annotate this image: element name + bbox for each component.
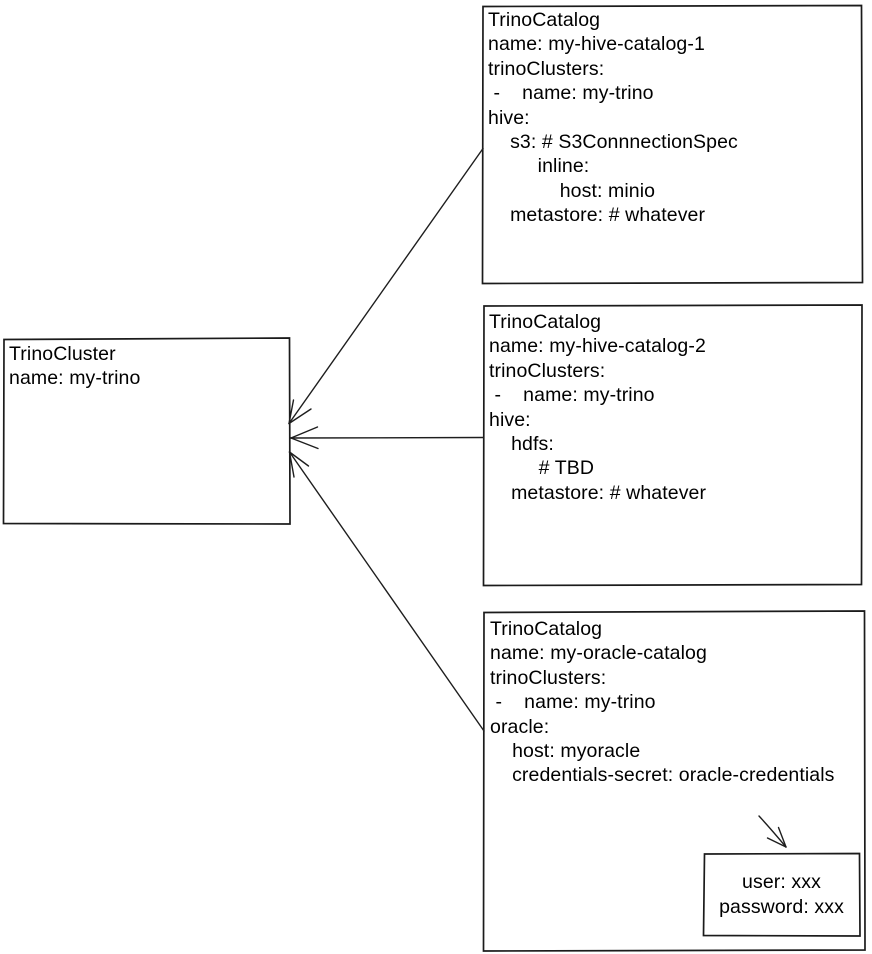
trino-catalog-2-node-text: TrinoCatalog name: my-hive-catalog-2 tri… (489, 311, 707, 504)
trino-catalog-2-box-outline (482, 304, 863, 587)
connector-catalog3-to-cluster (288, 451, 485, 732)
credentials-secret-node-text: user: xxx password: xxx (719, 871, 844, 918)
trino-catalog-3-box-outline (482, 610, 866, 952)
trino-cluster-box-outline (2, 337, 291, 525)
connector-secret-pointer (758, 815, 787, 848)
arrowhead-catalog3-to-cluster (288, 451, 295, 478)
arrowhead-secret-pointer (777, 826, 787, 848)
trino-cluster-node-text: TrinoCluster name: my-trino (9, 343, 141, 390)
arrowhead-catalog1-to-cluster (288, 399, 295, 425)
connector-catalog1-to-cluster (288, 147, 484, 425)
trino-catalog-3-node-text: TrinoCatalog name: my-oracle-catalog tri… (490, 618, 835, 787)
connector-catalog2-to-cluster (290, 426, 485, 450)
trino-catalog-1-box-outline (481, 4, 864, 285)
credentials-secret-box-outline (702, 852, 861, 937)
trino-catalog-1-node-text: TrinoCatalog name: my-hive-catalog-1 tri… (488, 9, 738, 227)
arrowhead-catalog2-to-cluster (290, 426, 319, 439)
